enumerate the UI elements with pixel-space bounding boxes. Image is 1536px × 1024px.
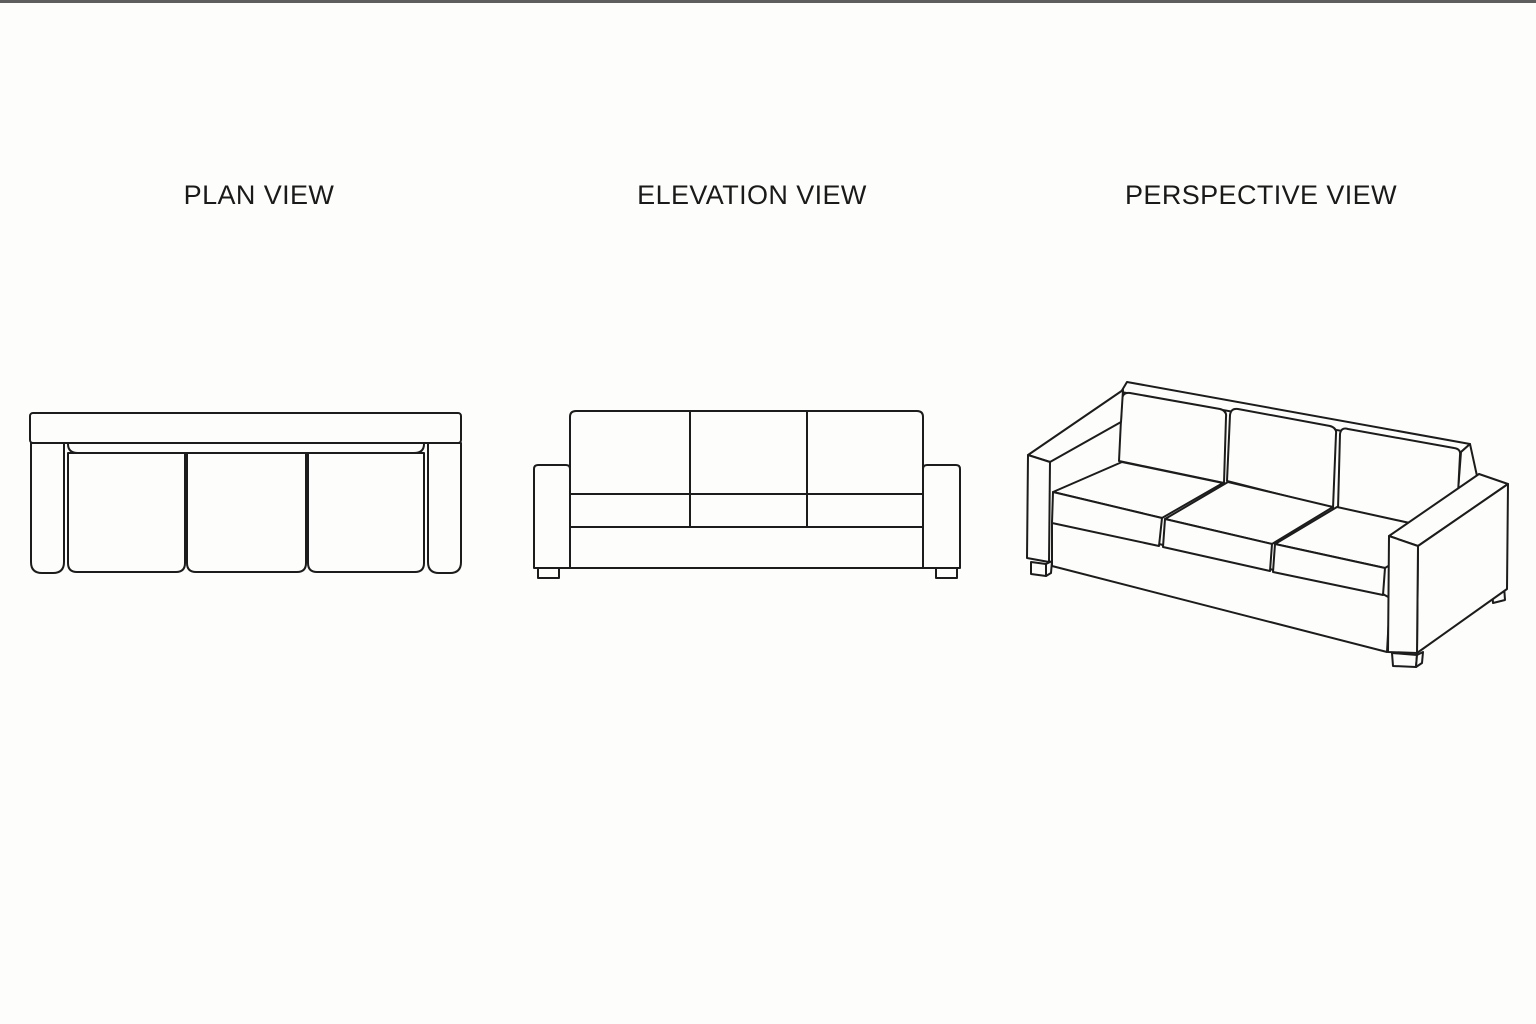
plan-seat-cushion-1	[67, 452, 186, 573]
perspective-front-right-foot	[1391, 652, 1418, 668]
perspective-left-armrest-top	[1027, 389, 1124, 463]
plan-right-armrest	[427, 442, 462, 574]
elevation-left-armrest	[533, 464, 571, 569]
plan-seat-cushion-2	[186, 452, 307, 573]
plan-seat-deck-edge	[67, 443, 425, 454]
perspective-seat-cushion-2-front	[1162, 518, 1273, 572]
perspective-view-title: PERSPECTIVE VIEW	[1125, 180, 1397, 210]
perspective-seat-cushion-1-front	[1051, 491, 1163, 547]
perspective-front-right-foot-side	[1415, 651, 1424, 668]
elevation-right-foot	[935, 567, 958, 579]
elevation-view-title: ELEVATION VIEW	[637, 180, 867, 210]
plan-seat-cushion-3	[307, 452, 425, 573]
elevation-right-armrest	[922, 464, 961, 569]
sheet-top-edge-line	[0, 0, 1536, 3]
perspective-view-drawing	[1026, 381, 1509, 668]
perspective-right-armrest-front	[1387, 535, 1419, 654]
perspective-front-left-foot-side	[1045, 560, 1053, 577]
perspective-back-cushion-2	[1226, 407, 1338, 509]
elevation-left-foot	[537, 567, 560, 579]
plan-view-title: PLAN VIEW	[183, 180, 335, 210]
elevation-sofa-body	[569, 410, 924, 569]
perspective-front-left-foot	[1030, 561, 1047, 577]
elevation-view-drawing	[533, 410, 961, 579]
perspective-seat-cushion-3-front	[1272, 543, 1386, 596]
plan-backrest	[29, 412, 462, 444]
perspective-left-armrest-front	[1026, 454, 1051, 563]
plan-left-armrest	[30, 442, 65, 574]
plan-view-drawing	[29, 412, 462, 574]
